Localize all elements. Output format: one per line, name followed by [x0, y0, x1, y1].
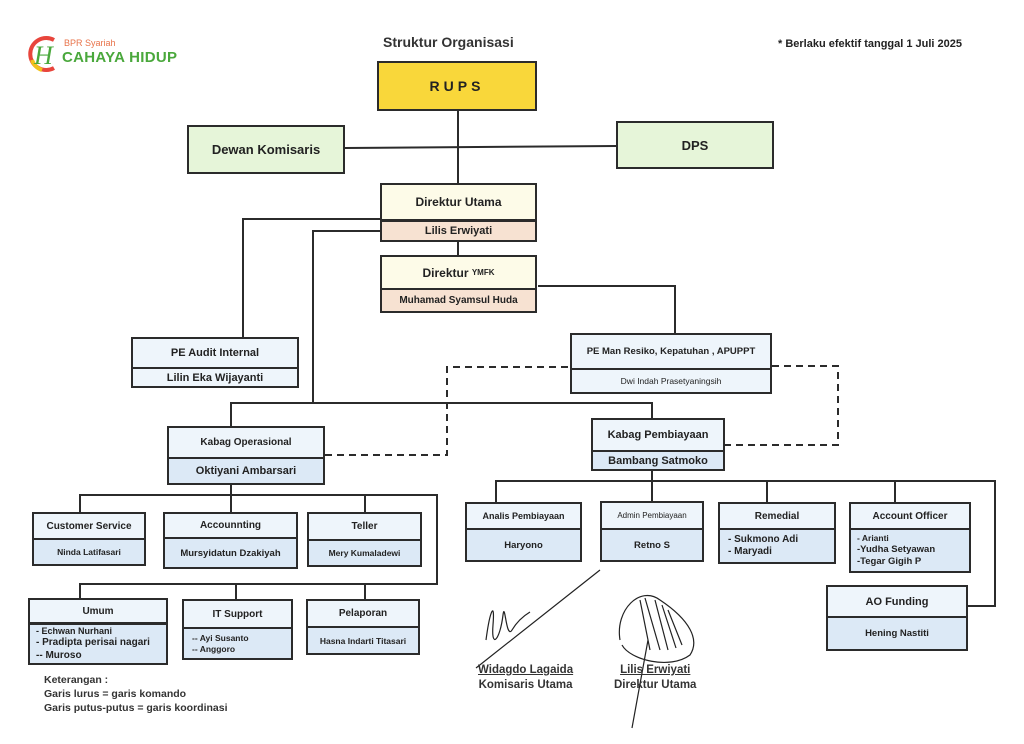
direktur-ymfk-title: Direktur YMFK — [382, 257, 535, 290]
signature-direktur — [618, 594, 695, 729]
box-dewan-komisaris-title: Dewan Komisaris — [211, 142, 321, 157]
legend-dashed-line: Garis putus-putus = garis koordinasi — [44, 702, 228, 714]
signature-role-komisaris: Komisaris Utama — [478, 679, 573, 691]
box-rups-title: RUPS — [429, 78, 485, 94]
box-analis-pembiayaan: Analis Pembiayaan Haryono — [465, 502, 582, 562]
remedial-title: Remedial — [720, 504, 834, 530]
signature-role-direktur: Direktur Utama — [614, 679, 697, 691]
direktur-ymfk-suffix: YMFK — [471, 268, 495, 277]
box-accounting: Accounnting Mursyidatun Dzakiyah — [163, 512, 298, 569]
page-title: Struktur Organisasi — [383, 34, 514, 50]
admin-pembiayaan-name: Retno S — [602, 530, 702, 560]
box-man-resiko: PE Man Resiko, Kepatuhan , APUPPT Dwi In… — [570, 333, 772, 394]
logo-brand: CAHAYA HIDUP — [62, 49, 178, 66]
umum-name-1: - Echwan Nurhani — [36, 625, 113, 636]
teller-name: Mery Kumaladewi — [309, 541, 420, 565]
umum-name-2: - Pradipta perisai nagari — [36, 637, 150, 649]
box-dps: DPS — [616, 121, 774, 169]
legend: Keterangan : Garis lurus = garis komando… — [44, 673, 228, 715]
box-rups: RUPS — [377, 61, 537, 111]
box-remedial: Remedial - Sukmono Adi - Maryadi — [718, 502, 836, 564]
ao-funding-title: AO Funding — [828, 587, 966, 618]
svg-text:H: H — [33, 41, 54, 70]
umum-title: Umum — [30, 600, 166, 625]
box-ao-funding: AO Funding Hening Nastiti — [826, 585, 968, 651]
remedial-names: - Sukmono Adi - Maryadi — [720, 530, 834, 562]
box-customer-service: Customer Service Ninda Latifasari — [32, 512, 146, 566]
kabag-operasional-title: Kabag Operasional — [169, 428, 323, 459]
box-direktur-ymfk: Direktur YMFK Muhamad Syamsul Huda — [380, 255, 537, 313]
line-pem-bus — [495, 480, 996, 607]
box-teller: Teller Mery Kumaladewi — [307, 512, 422, 567]
box-audit-internal: PE Audit Internal Lilin Eka Wijayanti — [131, 337, 299, 388]
line-komisaris-dps — [344, 145, 618, 149]
signature-name-direktur: Lilis Erwiyati — [620, 664, 691, 676]
ao-funding-name: Hening Nastiti — [828, 618, 966, 649]
pelaporan-name: Hasna Indarti Titasari — [308, 628, 418, 653]
remedial-name-2: - Maryadi — [728, 546, 772, 557]
accounting-name: Mursyidatun Dzakiyah — [165, 539, 296, 567]
kabag-pembiayaan-name: Bambang Satmoko — [593, 452, 723, 469]
account-officer-name-3: -Tegar Gigih P — [857, 555, 922, 567]
line-ymfk-resiko — [538, 285, 676, 333]
customer-service-name: Ninda Latifasari — [34, 540, 144, 564]
analis-pembiayaan-name: Haryono — [467, 530, 580, 560]
audit-internal-name: Lilin Eka Wijayanti — [133, 369, 297, 386]
line-kabag-bus — [230, 402, 653, 427]
logo-tagline: BPR Syariah — [64, 38, 116, 48]
kabag-operasional-name: Oktiyani Ambarsari — [169, 459, 323, 483]
direktur-utama-name: Lilis Erwiyati — [382, 222, 535, 240]
it-support-name-1: -- Ayi Susanto — [192, 632, 249, 643]
line-dirut-audit — [242, 218, 381, 337]
teller-title: Teller — [309, 514, 420, 541]
audit-internal-title: PE Audit Internal — [133, 339, 297, 369]
signature-block-komisaris: Widagdo Lagaida Komisaris Utama — [478, 663, 573, 693]
box-direktur-utama: Direktur Utama Lilis Erwiyati — [380, 183, 537, 242]
line-dirut-kabag — [312, 230, 381, 403]
pelaporan-title: Pelaporan — [308, 601, 418, 628]
box-dewan-komisaris: Dewan Komisaris — [187, 125, 345, 174]
signature-name-komisaris: Widagdo Lagaida — [478, 664, 574, 676]
box-kabag-pembiayaan: Kabag Pembiayaan Bambang Satmoko — [591, 418, 725, 471]
man-resiko-name: Dwi Indah Prasetyaningsih — [572, 370, 770, 392]
it-support-name-2: -- Anggoro — [192, 643, 236, 654]
man-resiko-title: PE Man Resiko, Kepatuhan , APUPPT — [572, 335, 770, 370]
line-ops-bus1 — [79, 494, 438, 598]
account-officer-name-1: - Arianti — [857, 533, 889, 544]
box-pelaporan: Pelaporan Hasna Indarti Titasari — [306, 599, 420, 655]
customer-service-title: Customer Service — [34, 514, 144, 540]
dashed-line-ops-coord — [325, 366, 570, 456]
umum-name-3: -- Muroso — [36, 649, 82, 661]
box-it-support: IT Support -- Ayi Susanto -- Anggoro — [182, 599, 293, 660]
account-officer-title: Account Officer — [851, 504, 969, 530]
box-account-officer: Account Officer - Arianti -Yudha Setyawa… — [849, 502, 971, 573]
company-logo: H BPR Syariah CAHAYA HIDUP — [24, 34, 194, 74]
it-support-names: -- Ayi Susanto -- Anggoro — [184, 629, 291, 658]
remedial-name-1: - Sukmono Adi — [728, 533, 799, 545]
box-umum: Umum - Echwan Nurhani - Pradipta perisai… — [28, 598, 168, 665]
signature-scribbles — [475, 569, 695, 729]
umum-names: - Echwan Nurhani - Pradipta perisai naga… — [30, 625, 166, 663]
effective-date-note: * Berlaku efektif tanggal 1 Juli 2025 — [778, 38, 963, 50]
signature-block-direktur: Lilis Erwiyati Direktur Utama — [614, 663, 696, 693]
analis-pembiayaan-title: Analis Pembiayaan — [467, 504, 580, 530]
box-kabag-operasional: Kabag Operasional Oktiyani Ambarsari — [167, 426, 325, 485]
account-officer-names: - Arianti -Yudha Setyawan -Tegar Gigih P — [851, 530, 969, 571]
account-officer-name-2: -Yudha Setyawan — [857, 543, 936, 555]
accounting-title: Accounnting — [165, 514, 296, 539]
legend-solid-line: Garis lurus = garis komando — [44, 688, 187, 700]
kabag-pembiayaan-title: Kabag Pembiayaan — [593, 420, 723, 452]
logo-swoosh-icon: H — [28, 36, 55, 72]
signature-komisaris — [475, 569, 601, 669]
legend-heading: Keterangan : — [44, 674, 109, 686]
box-admin-pembiayaan: Admin Pembiayaan Retno S — [600, 501, 704, 562]
admin-pembiayaan-title: Admin Pembiayaan — [602, 503, 702, 530]
direktur-utama-title: Direktur Utama — [382, 185, 535, 222]
box-dps-title: DPS — [681, 137, 709, 153]
direktur-ymfk-name: Muhamad Syamsul Huda — [382, 290, 535, 311]
direktur-ymfk-title-text: Direktur — [422, 265, 469, 280]
it-support-title: IT Support — [184, 601, 291, 629]
